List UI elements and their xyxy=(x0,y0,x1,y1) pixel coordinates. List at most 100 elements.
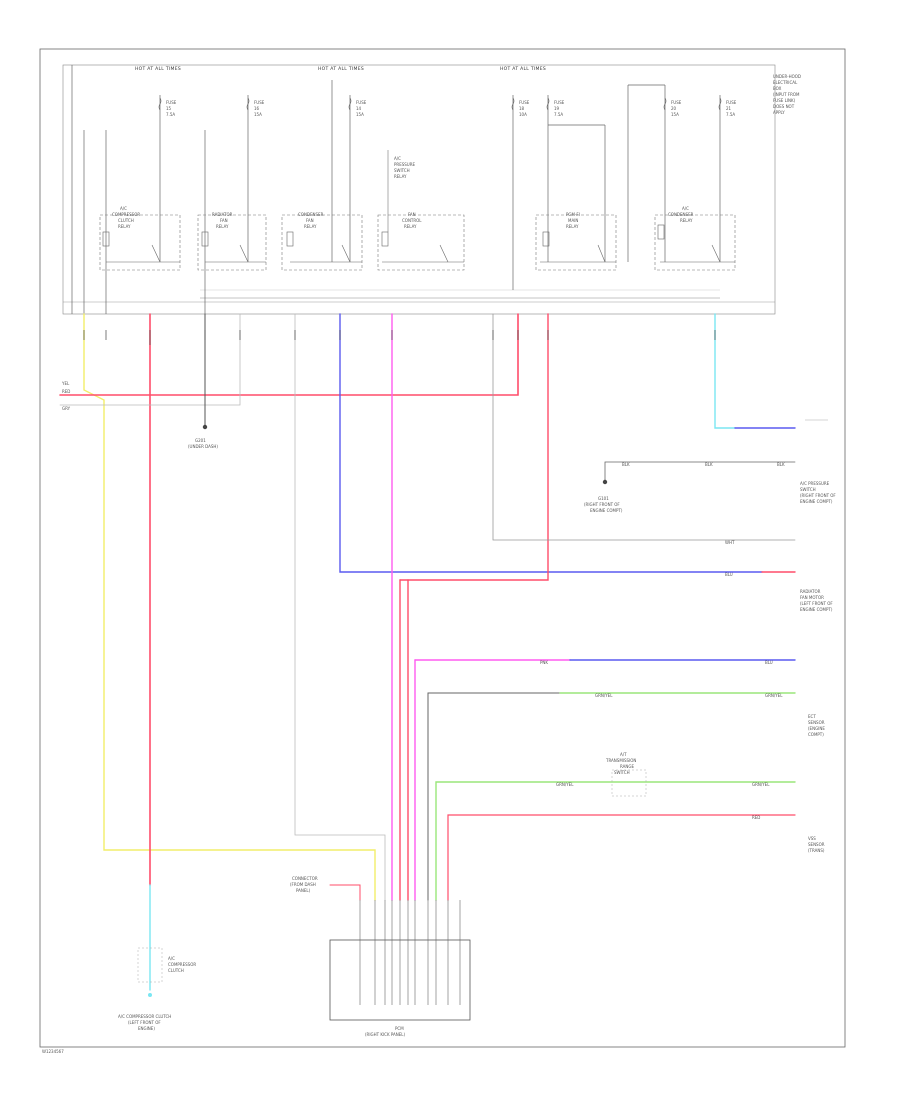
svg-text:PCM: PCM xyxy=(395,1026,404,1031)
svg-text:GRN/YEL: GRN/YEL xyxy=(752,782,770,787)
fuse-16: FUSE 16 15A xyxy=(254,100,265,117)
hot-at-all-times-3: HOT AT ALL TIMES xyxy=(500,66,546,72)
wire-black-ect xyxy=(427,692,561,901)
svg-text:(LEFT FRONT OF: (LEFT FRONT OF xyxy=(128,1020,161,1025)
svg-text:(RIGHT KICK PANEL): (RIGHT KICK PANEL) xyxy=(365,1032,405,1037)
svg-text:(ENGINE: (ENGINE xyxy=(808,726,825,731)
svg-text:(FROM DASH: (FROM DASH xyxy=(290,882,316,887)
svg-text:18: 18 xyxy=(519,106,525,111)
hot-at-all-times-2: HOT AT ALL TIMES xyxy=(318,66,364,72)
page-tag: W1234567 xyxy=(42,1049,64,1054)
svg-text:BOX: BOX xyxy=(773,86,782,91)
svg-text:CONDENSER: CONDENSER xyxy=(668,212,694,217)
svg-text:CLUTCH: CLUTCH xyxy=(168,968,184,973)
svg-text:GRN/YEL: GRN/YEL xyxy=(556,782,574,787)
relay-note: A/C PRESSURE SWITCH RELAY xyxy=(387,150,416,232)
svg-text:CONTROL: CONTROL xyxy=(402,218,422,223)
svg-text:(RIGHT FRONT OF: (RIGHT FRONT OF xyxy=(584,502,620,507)
svg-text:21: 21 xyxy=(726,106,732,111)
svg-text:RED: RED xyxy=(752,815,760,820)
relay-labels: A/C COMPRESSOR CLUTCH RELAY RADIATOR FAN… xyxy=(112,206,694,229)
svg-text:APPLY: APPLY xyxy=(773,110,785,115)
component-ect-sensor: ECT SENSOR (ENGINE COMPT) xyxy=(808,714,825,737)
svg-text:RELAY: RELAY xyxy=(216,224,229,229)
svg-text:RADIATOR: RADIATOR xyxy=(212,212,233,217)
svg-text:15A: 15A xyxy=(671,112,679,117)
svg-text:GRY: GRY xyxy=(62,406,71,411)
feed-lines xyxy=(71,65,721,314)
svg-text:FUSE: FUSE xyxy=(166,100,177,105)
svg-text:20: 20 xyxy=(671,106,677,111)
svg-text:A/C PRESSURE: A/C PRESSURE xyxy=(800,481,830,486)
fuse-21: FUSE 21 7.5A xyxy=(726,100,737,117)
svg-text:RANGE: RANGE xyxy=(620,764,634,769)
relay-pgm-fi-main xyxy=(535,214,617,271)
svg-text:G201: G201 xyxy=(195,438,206,443)
svg-text:RADIATOR: RADIATOR xyxy=(800,589,821,594)
svg-text:CONNECTOR: CONNECTOR xyxy=(292,876,318,881)
svg-text:TRANSMISSION: TRANSMISSION xyxy=(605,758,636,763)
svg-text:(RIGHT FRONT OF: (RIGHT FRONT OF xyxy=(800,493,836,498)
pcm-module: PCM (RIGHT KICK PANEL) xyxy=(329,900,471,1037)
svg-text:FUSE: FUSE xyxy=(554,100,565,105)
page-frame xyxy=(39,48,846,1048)
wires xyxy=(59,313,796,991)
wire-red-vss xyxy=(447,814,796,901)
svg-text:ENGINE COMPT): ENGINE COMPT) xyxy=(800,607,833,612)
svg-text:GRN/YEL: GRN/YEL xyxy=(765,693,783,698)
fuse-symbols xyxy=(158,97,722,111)
ac-compressor-clutch: A/C COMPRESSOR CLUTCH A/C COMPRESSOR CLU… xyxy=(118,947,196,1031)
ground-g101: G101 (RIGHT FRONT OF ENGINE COMPT) xyxy=(584,479,623,513)
svg-text:(TRANS): (TRANS) xyxy=(808,848,825,853)
svg-text:RED: RED xyxy=(62,389,70,394)
svg-text:COMPRESSOR: COMPRESSOR xyxy=(168,962,196,967)
right-components: A/C PRESSURE SWITCH (RIGHT FRONT OF ENGI… xyxy=(800,419,836,853)
svg-text:15: 15 xyxy=(166,106,172,111)
svg-text:PGM-FI: PGM-FI xyxy=(566,212,580,217)
svg-text:15A: 15A xyxy=(254,112,262,117)
relay-contacts xyxy=(102,224,735,263)
svg-text:RELAY: RELAY xyxy=(566,224,579,229)
wire-yellow xyxy=(83,313,376,901)
wire-black-g1 xyxy=(604,461,796,481)
svg-text:CONDENSER: CONDENSER xyxy=(298,212,324,217)
svg-text:FAN: FAN xyxy=(220,218,228,223)
svg-text:SWITCH: SWITCH xyxy=(800,487,816,492)
wire-gray-c1 xyxy=(492,313,796,541)
connector-note: CONNECTOR (FROM DASH PANEL) xyxy=(290,876,318,893)
svg-text:A/C COMPRESSOR CLUTCH: A/C COMPRESSOR CLUTCH xyxy=(118,1014,171,1019)
svg-text:ENGINE COMPT): ENGINE COMPT) xyxy=(590,508,623,513)
relay-ac-compressor-clutch xyxy=(99,214,181,271)
svg-text:VSS: VSS xyxy=(808,836,816,841)
svg-text:A/T: A/T xyxy=(620,752,627,757)
relay-radiator-fan xyxy=(197,214,267,271)
svg-text:FAN: FAN xyxy=(408,212,416,217)
svg-text:A/C: A/C xyxy=(120,206,127,211)
svg-text:ENGINE COMPT): ENGINE COMPT) xyxy=(800,499,833,504)
svg-text:SENSOR: SENSOR xyxy=(808,842,825,847)
svg-text:SENSOR: SENSOR xyxy=(808,720,825,725)
svg-text:RELAY: RELAY xyxy=(118,224,131,229)
svg-text:RELAY: RELAY xyxy=(394,174,407,179)
svg-text:FAN MOTOR: FAN MOTOR xyxy=(800,595,824,600)
svg-text:FAN: FAN xyxy=(306,218,314,223)
fuse-14: FUSE 14 15A xyxy=(356,100,367,117)
svg-text:(UNDER DASH): (UNDER DASH) xyxy=(188,444,218,449)
svg-text:7.5A: 7.5A xyxy=(726,112,735,117)
wire-gray-bus xyxy=(59,313,241,406)
svg-text:ENGINE): ENGINE) xyxy=(138,1026,155,1031)
svg-text:14: 14 xyxy=(356,106,362,111)
svg-text:A/C: A/C xyxy=(394,156,401,161)
svg-text:19: 19 xyxy=(554,106,560,111)
svg-text:RELAY: RELAY xyxy=(304,224,317,229)
component-radiator-fan-motor: RADIATOR FAN MOTOR (LEFT FRONT OF ENGINE… xyxy=(800,589,833,612)
svg-text:FUSE: FUSE xyxy=(671,100,682,105)
svg-text:BLK: BLK xyxy=(622,462,630,467)
svg-text:FUSE LINK): FUSE LINK) xyxy=(773,98,796,103)
wire-codes: YEL RED GRY BLK BLK BLK WHT BLU PNK BLU … xyxy=(61,381,785,820)
component-ac-pressure-switch: A/C PRESSURE SWITCH (RIGHT FRONT OF ENGI… xyxy=(800,419,836,504)
fuse-15: FUSE 15 7.5A xyxy=(166,100,177,117)
svg-text:CLUTCH: CLUTCH xyxy=(118,218,134,223)
svg-text:G101: G101 xyxy=(598,496,609,501)
terminals xyxy=(83,330,716,345)
